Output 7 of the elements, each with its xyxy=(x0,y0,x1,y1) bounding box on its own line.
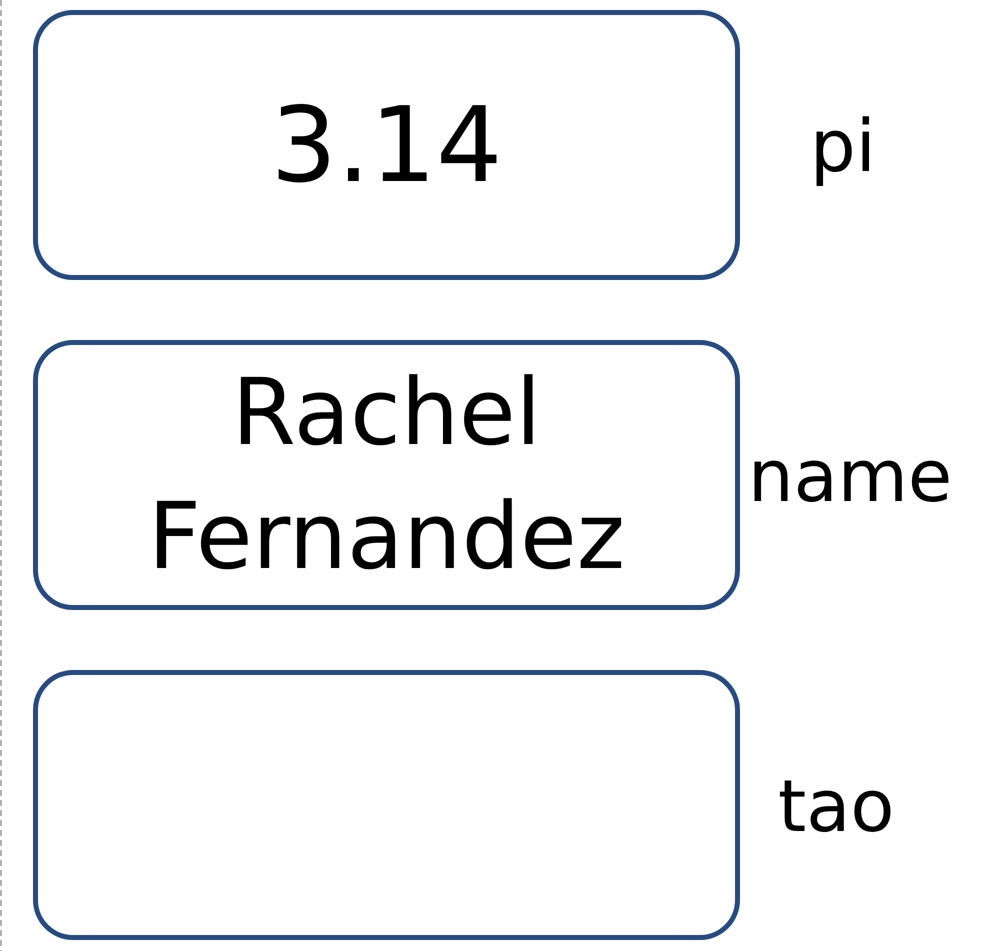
variable-name: name xyxy=(748,440,952,512)
value-box xyxy=(33,340,740,610)
value-box xyxy=(33,10,740,280)
variable-name: tao xyxy=(778,770,894,842)
box-text: 3.14 xyxy=(270,82,502,208)
empty-box xyxy=(33,670,740,940)
box-text: Rachel Fernandez xyxy=(147,358,626,592)
